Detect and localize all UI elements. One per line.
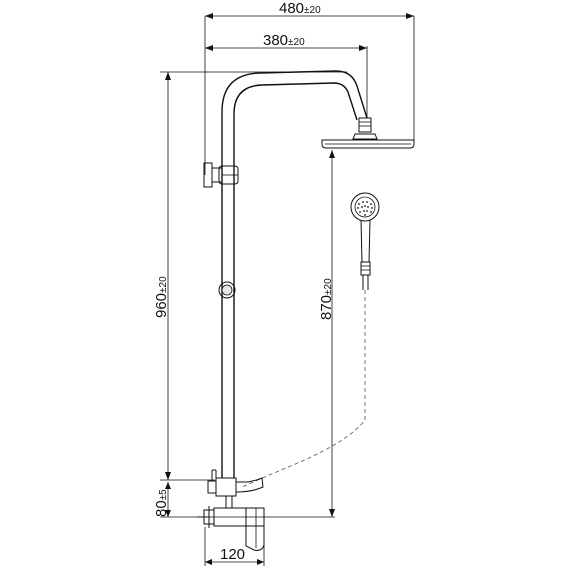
overall-width-tolerance: ±20 (304, 5, 321, 16)
dimension-column-height: 960±20 (153, 71, 347, 481)
dimension-arm-width: 380±20 (205, 32, 368, 118)
arm-width-tolerance: ±20 (288, 37, 305, 48)
head-connector (352, 117, 378, 140)
svg-text:870±20: 870±20 (318, 278, 335, 320)
head-height-value: 870 (318, 295, 335, 320)
head-height-tolerance: ±20 (323, 278, 334, 295)
overall-width-value: 480 (279, 0, 304, 17)
riser-pipe (221, 70, 368, 478)
inlet-offset-tolerance: ±5 (158, 489, 169, 500)
inlet-offset-value: 80 (153, 500, 170, 517)
hand-shower (350, 192, 380, 290)
rain-shower-head (321, 139, 415, 149)
dimension-overall-width: 480±20 (204, 0, 415, 175)
mixer-body (197, 496, 265, 551)
svg-text:480±20: 480±20 (279, 0, 321, 17)
column-height-value: 960 (153, 293, 170, 318)
slider-bracket (203, 162, 239, 188)
riser-knob (218, 281, 236, 299)
svg-text:80±5: 80±5 (153, 489, 170, 517)
mixer-width-value: 120 (220, 546, 245, 563)
diverter-valve (207, 469, 264, 497)
svg-text:120: 120 (220, 546, 245, 563)
hand-shower-nozzles (357, 201, 373, 216)
dimension-inlet-offset: 80±5 (153, 482, 335, 518)
dimension-head-height: 870±20 (318, 150, 335, 517)
svg-text:380±20: 380±20 (263, 32, 305, 49)
shower-hose (241, 290, 366, 488)
arm-width-value: 380 (263, 32, 288, 49)
svg-text:960±20: 960±20 (153, 276, 170, 318)
dimension-mixer-width: 120 (204, 527, 265, 566)
column-height-tolerance: ±20 (158, 276, 169, 293)
